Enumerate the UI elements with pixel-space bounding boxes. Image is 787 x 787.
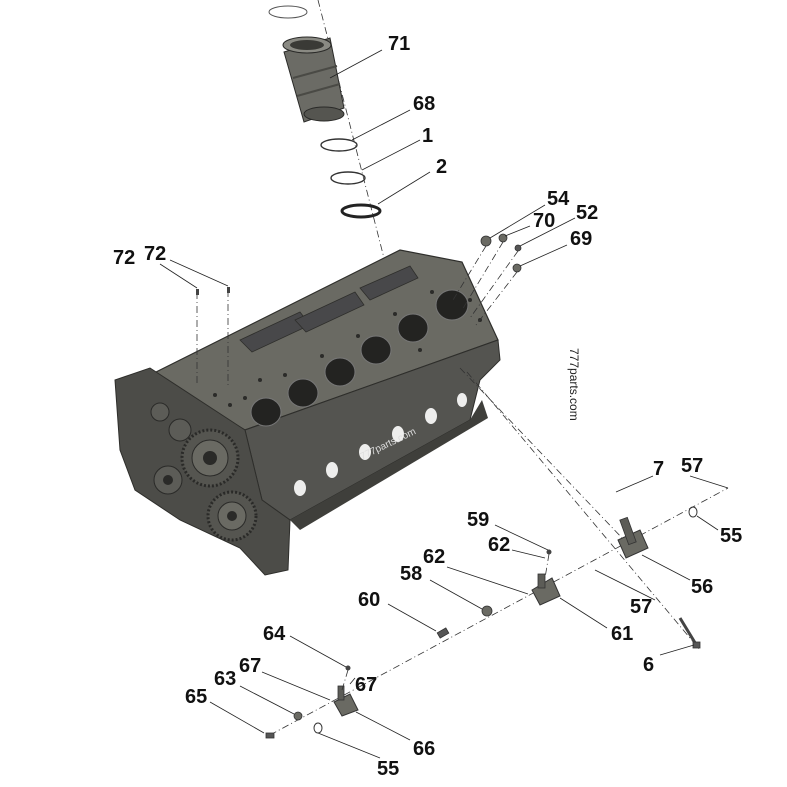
callout-68: 68: [413, 93, 435, 115]
callout-71: 71: [388, 33, 410, 55]
callout-57-top: 57: [681, 455, 703, 477]
callout-65: 65: [185, 686, 207, 708]
seal-ring-1: [330, 171, 366, 185]
callout-55-right: 55: [720, 525, 742, 547]
top-seal-ring: [268, 5, 308, 19]
callout-54: 54: [547, 188, 570, 210]
liner-assembly: [268, 0, 386, 263]
timing-gears: [150, 402, 258, 542]
callout-61: 61: [611, 623, 633, 645]
callout-63: 63: [214, 668, 236, 690]
callout-57-bottom: 57: [630, 596, 652, 618]
callout-58: 58: [400, 563, 422, 585]
cylinder-liner: [282, 36, 345, 123]
callout-52: 52: [576, 202, 598, 224]
callout-72-a: 72: [113, 247, 135, 269]
part-60: [436, 627, 450, 639]
seal-ring-2: [340, 203, 382, 219]
callout-7: 7: [653, 458, 664, 480]
callout-67-left: 67: [239, 655, 261, 677]
part-56: [617, 516, 649, 559]
plugs-top-right: [452, 233, 522, 326]
callout-55-bottom: 55: [377, 758, 399, 780]
callout-59: 59: [467, 509, 489, 531]
part-66: [333, 685, 359, 717]
oring-55-right: [688, 506, 698, 518]
watermark-vertical: 777parts.com: [567, 348, 581, 421]
leader-lines: [159, 49, 729, 759]
part-65: [265, 732, 275, 739]
callout-labels: 71 68 1 2 54 70 52 69 72 72 7 57 55 59 6…: [113, 33, 742, 780]
callout-62-left: 62: [423, 546, 445, 568]
cylinder-bores: [250, 289, 469, 427]
seal-ring-68: [320, 138, 358, 152]
part-61: [531, 573, 561, 606]
callout-64: 64: [263, 623, 286, 645]
callout-66: 66: [413, 738, 435, 760]
bolt-6: [678, 617, 701, 649]
engine-block: [114, 249, 501, 576]
callout-69: 69: [570, 228, 592, 250]
lower-assembly: [265, 367, 729, 739]
oring-55-bottom: [313, 722, 323, 734]
callout-2: 2: [436, 156, 447, 178]
studs-72: [196, 287, 230, 385]
callout-70: 70: [533, 210, 555, 232]
callout-67-right: 67: [355, 674, 377, 696]
callout-62-right: 62: [488, 534, 510, 556]
callout-1: 1: [422, 125, 433, 147]
callout-72-b: 72: [144, 243, 166, 265]
callout-6: 6: [643, 654, 654, 676]
callout-56: 56: [691, 576, 713, 598]
callout-60: 60: [358, 589, 380, 611]
